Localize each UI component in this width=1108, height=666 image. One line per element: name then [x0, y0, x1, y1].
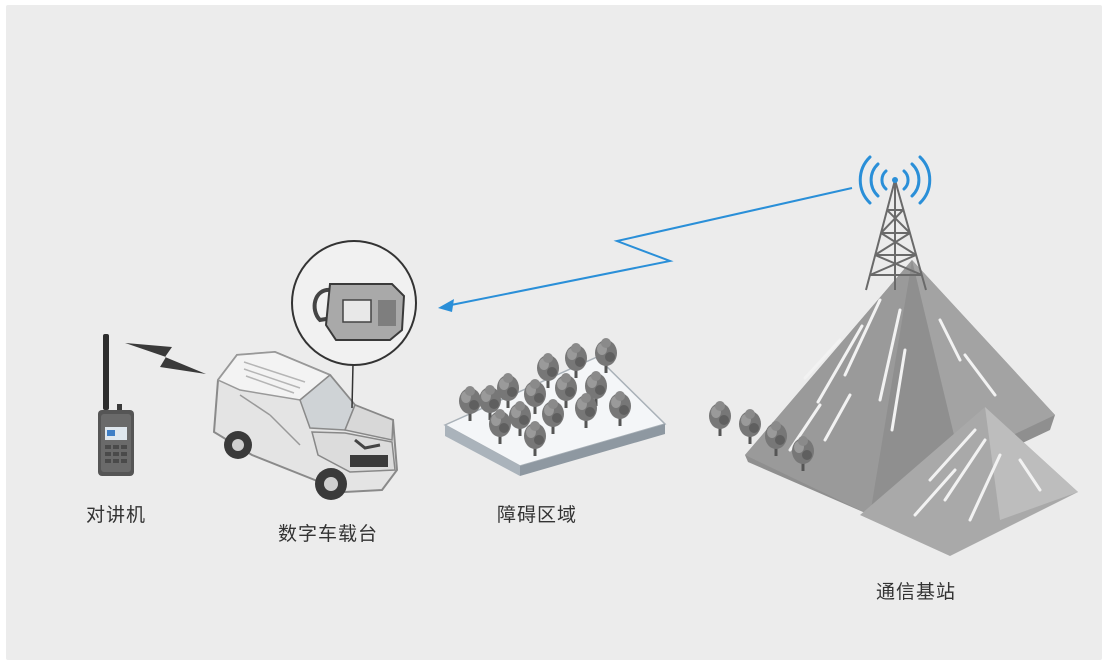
label-base-station: 通信基站: [876, 581, 957, 603]
label-obstacle-area: 障碍区域: [497, 504, 578, 526]
lightning-link-icon: [125, 343, 206, 374]
signal-arrowhead: [438, 299, 454, 312]
base-station-tower-icon: [865, 179, 927, 291]
vehicle-radio-callout: [291, 240, 417, 409]
mountain-icon: [709, 260, 1078, 556]
label-vehicle-radio: 数字车载台: [278, 523, 379, 545]
walkie-talkie-icon: [98, 334, 134, 476]
radio-waves-icon: [858, 155, 932, 205]
obstacle-area-icon: [443, 338, 667, 476]
van-icon: [212, 350, 399, 500]
label-walkie-talkie: 对讲机: [86, 504, 147, 526]
signal-path: [438, 187, 853, 312]
